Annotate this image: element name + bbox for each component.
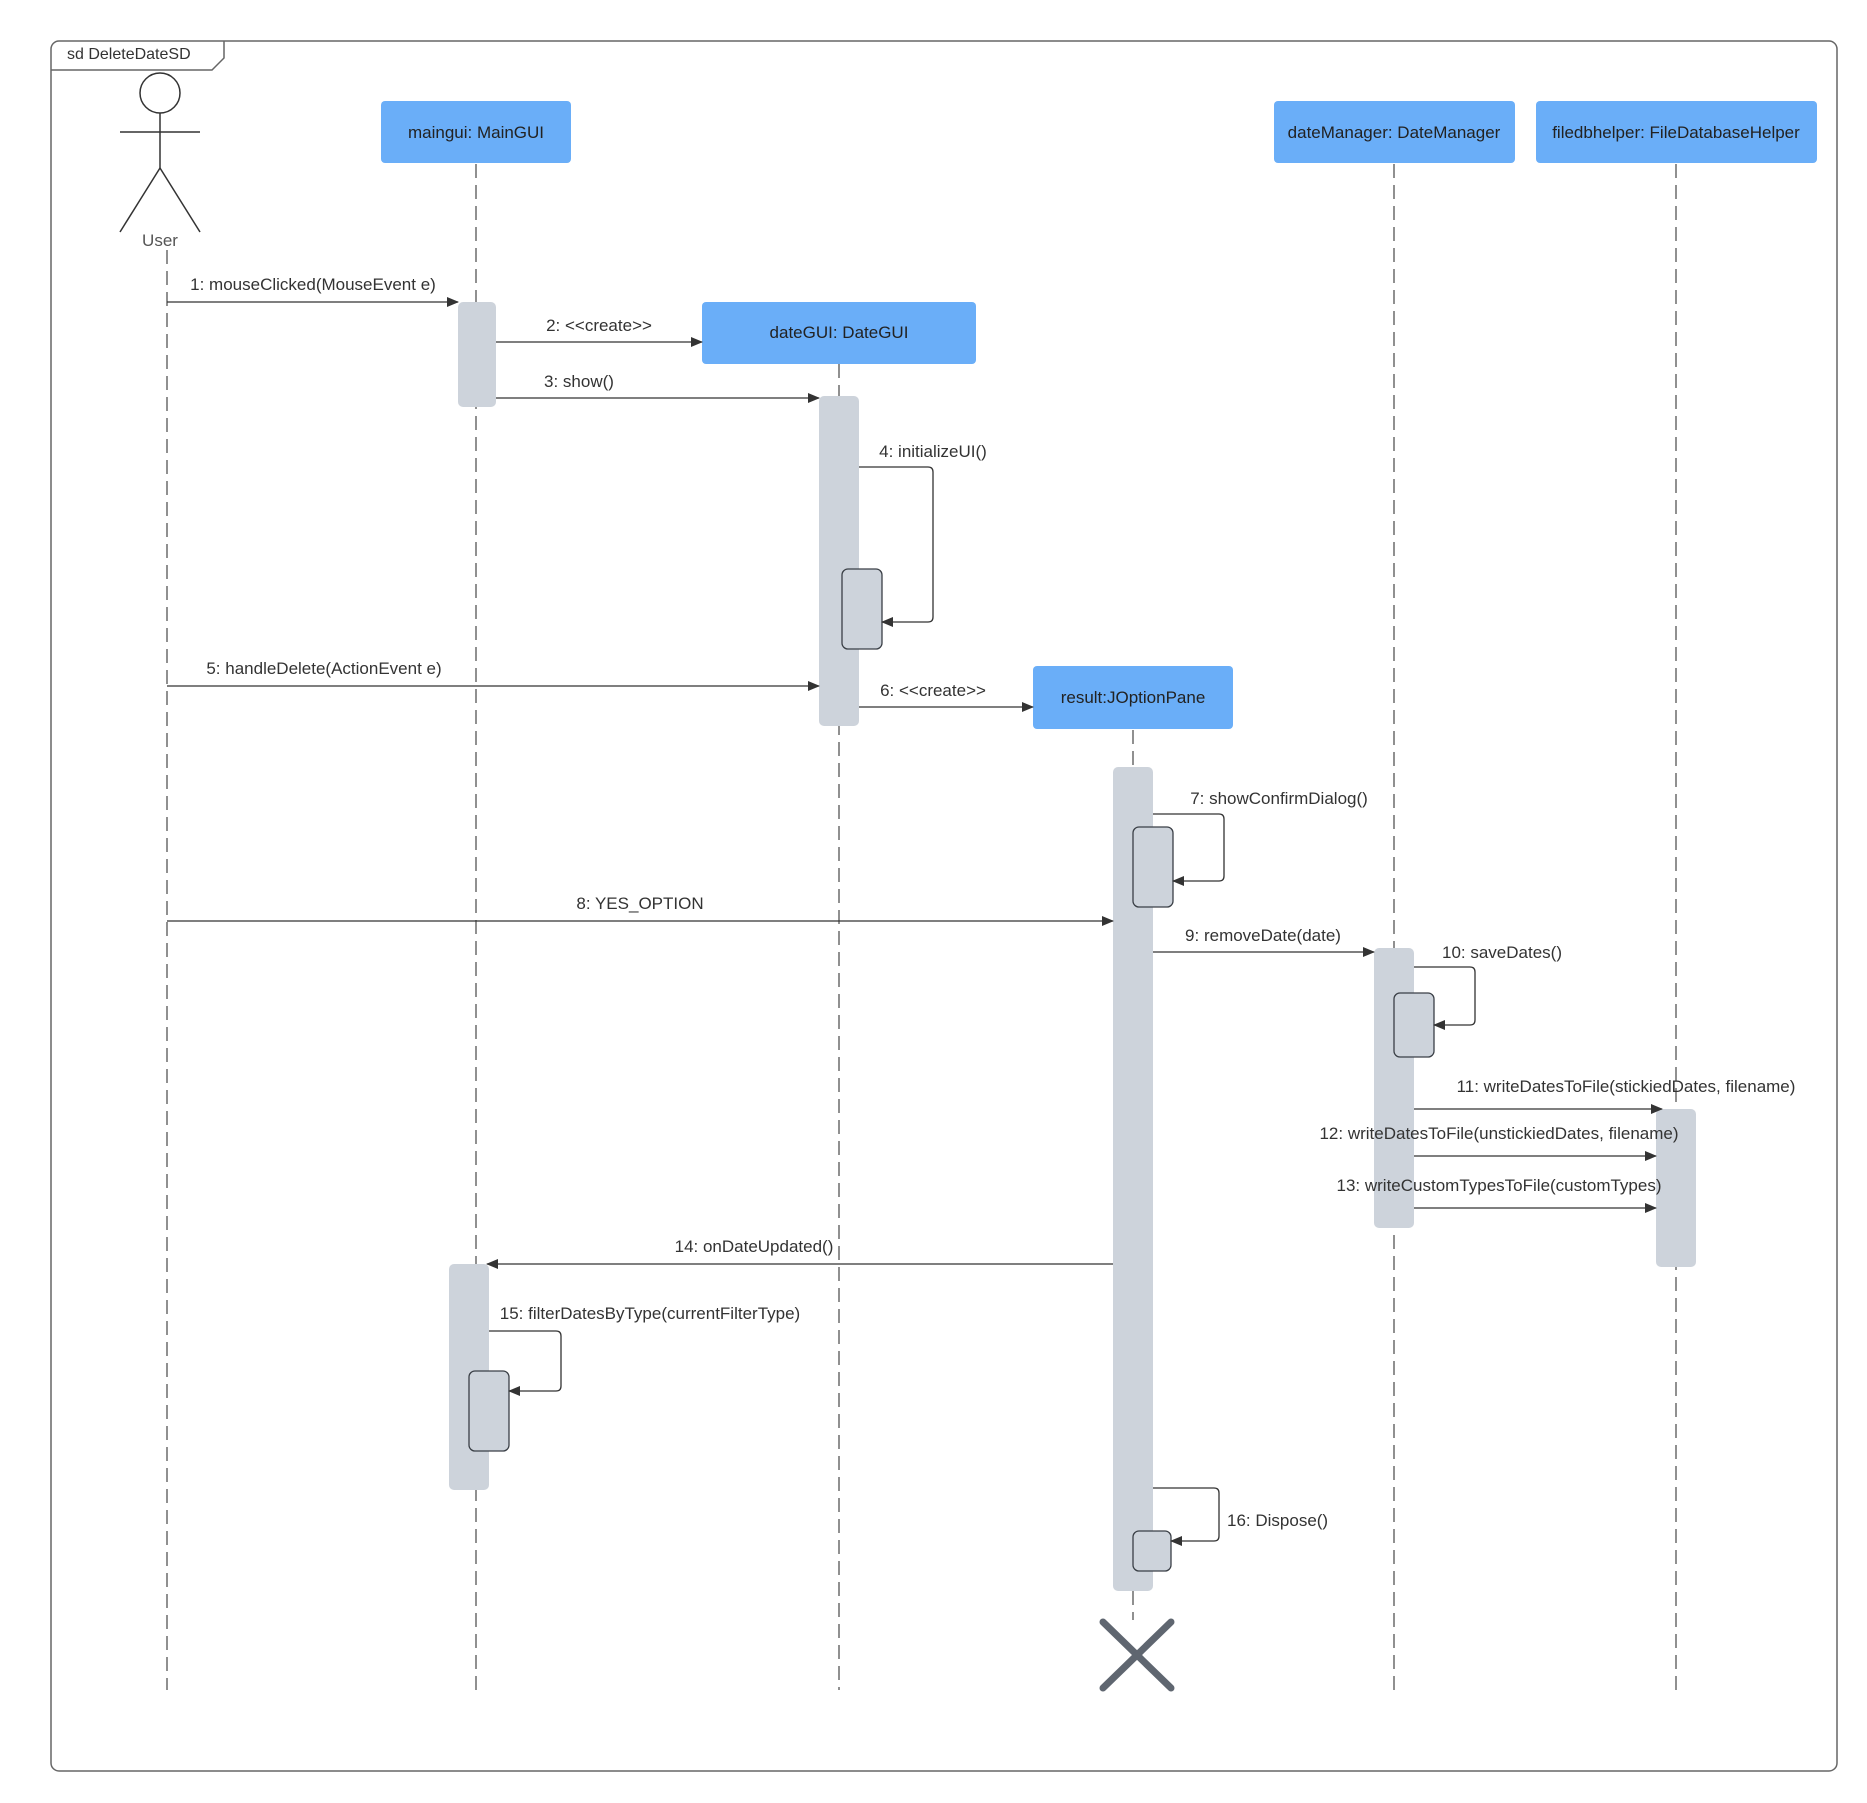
object-dategui: dateGUI: DateGUI bbox=[702, 302, 976, 364]
message-label-3: 3: show() bbox=[544, 372, 614, 391]
message-label-5: 5: handleDelete(ActionEvent e) bbox=[206, 659, 441, 678]
destroy-x-icon bbox=[1099, 1618, 1175, 1692]
frame-border bbox=[50, 40, 1838, 1772]
nested-activation-initializeui bbox=[841, 568, 883, 650]
actor-user: User bbox=[119, 72, 201, 250]
message-arrow-4 bbox=[859, 466, 934, 627]
message-label-11: 11: writeDatesToFile(stickiedDates, file… bbox=[1457, 1077, 1796, 1096]
message-label-1: 1: mouseClicked(MouseEvent e) bbox=[190, 275, 436, 294]
message-label-4: 4: initializeUI() bbox=[879, 442, 987, 461]
message-label-7: 7: showConfirmDialog() bbox=[1190, 789, 1368, 808]
object-label: result:JOptionPane bbox=[1061, 688, 1206, 707]
nested-activations bbox=[468, 568, 1435, 1572]
object-label: maingui: MainGUI bbox=[408, 123, 544, 142]
actor-label: User bbox=[142, 231, 178, 250]
message-arrow-10 bbox=[1414, 966, 1476, 1030]
object-label: dateGUI: DateGUI bbox=[770, 323, 909, 342]
message-label-2: 2: <<create>> bbox=[546, 316, 652, 335]
nested-activation-savedates bbox=[1393, 992, 1435, 1058]
nested-activation-filterdates bbox=[468, 1370, 510, 1452]
object-maingui: maingui: MainGUI bbox=[381, 101, 571, 163]
message-label-6: 6: <<create>> bbox=[880, 681, 986, 700]
message-label-10: 10: saveDates() bbox=[1442, 943, 1562, 962]
message-label-13: 13: writeCustomTypesToFile(customTypes) bbox=[1337, 1176, 1662, 1195]
message-lines bbox=[167, 297, 1663, 1546]
activation-result bbox=[1113, 767, 1153, 1591]
message-label-15: 15: filterDatesByType(currentFilterType) bbox=[500, 1304, 800, 1323]
message-label-9: 9: removeDate(date) bbox=[1185, 926, 1341, 945]
lifelines bbox=[166, 164, 1677, 1690]
message-arrow-15 bbox=[489, 1330, 562, 1396]
message-labels: 1: mouseClicked(MouseEvent e) 2: <<creat… bbox=[190, 275, 1795, 1530]
object-label: dateManager: DateManager bbox=[1288, 123, 1501, 142]
message-label-16: 16: Dispose() bbox=[1227, 1511, 1328, 1530]
object-result: result:JOptionPane bbox=[1033, 666, 1233, 729]
message-label-8: 8: YES_OPTION bbox=[576, 894, 703, 913]
object-label: filedbhelper: FileDatabaseHelper bbox=[1552, 123, 1800, 142]
nested-activation-dispose bbox=[1132, 1530, 1172, 1572]
message-arrow-7 bbox=[1153, 813, 1225, 886]
activation-dategui bbox=[819, 396, 859, 726]
message-label-12: 12: writeDatesToFile(unstickiedDates, fi… bbox=[1319, 1124, 1678, 1143]
object-datemanager: dateManager: DateManager bbox=[1274, 101, 1515, 163]
object-filedbhelper: filedbhelper: FileDatabaseHelper bbox=[1536, 101, 1817, 163]
message-arrow-16 bbox=[1153, 1487, 1220, 1546]
frame-label: sd DeleteDateSD bbox=[67, 46, 191, 63]
actor-head bbox=[139, 72, 181, 114]
activation-maingui-1 bbox=[458, 302, 496, 407]
activation-filedbhelper bbox=[1656, 1109, 1696, 1267]
frame-label-tab bbox=[51, 41, 225, 71]
nested-activation-showconfirmdialog bbox=[1132, 826, 1174, 908]
message-label-14: 14: onDateUpdated() bbox=[675, 1237, 834, 1256]
